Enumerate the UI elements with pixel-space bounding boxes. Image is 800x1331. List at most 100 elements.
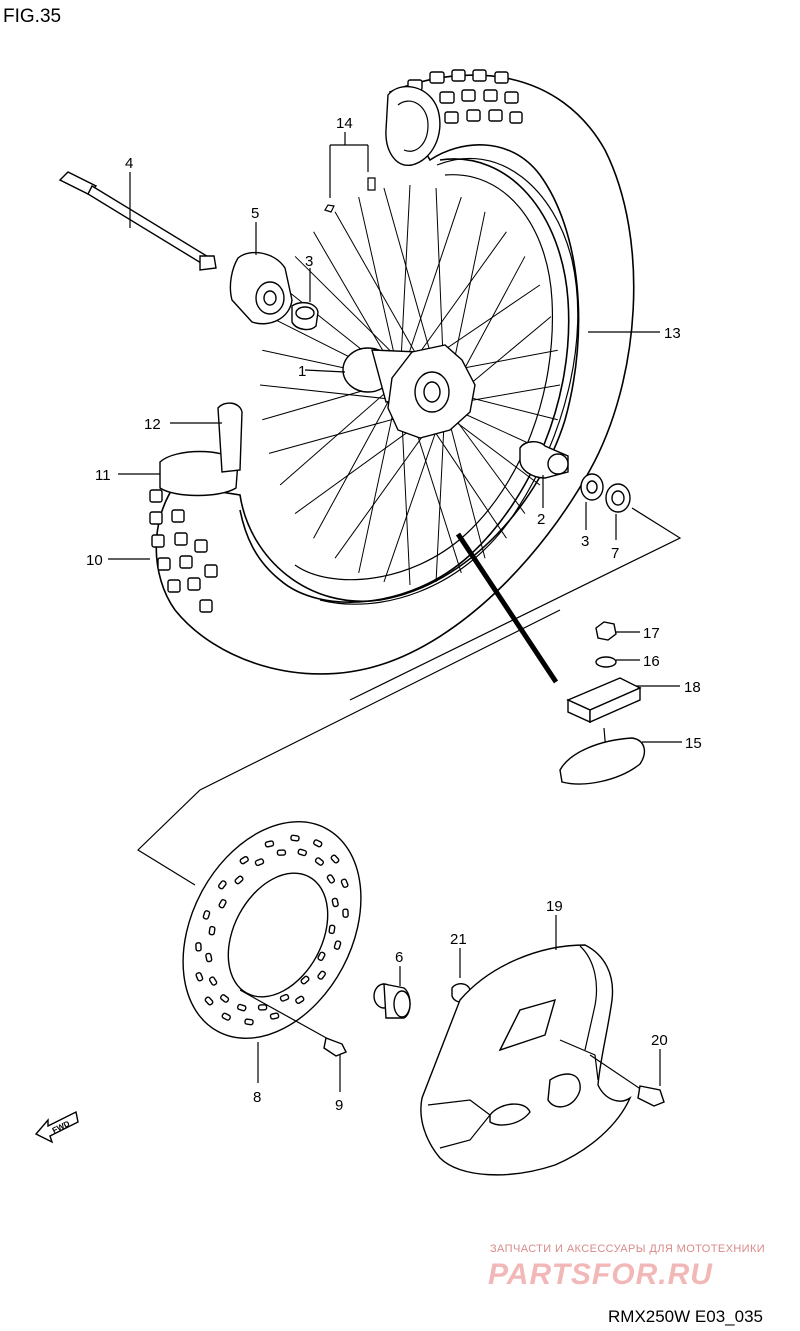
disc-slot <box>254 858 265 867</box>
callout-numbers: 1 2 3 3 4 5 6 7 8 9 10 11 12 13 14 15 16… <box>86 115 702 1114</box>
forward-arrow-icon: FWD <box>34 1110 79 1144</box>
disc-slot <box>195 942 202 952</box>
callout-15: 15 <box>685 735 702 752</box>
disc-slot <box>300 975 310 985</box>
disc-slot <box>342 908 349 918</box>
washer <box>595 656 617 668</box>
spoke <box>399 196 462 381</box>
spoke <box>399 184 411 381</box>
rim-lock-block <box>566 677 642 724</box>
disc-slot <box>290 834 300 842</box>
spoke <box>435 404 446 582</box>
rim-outline <box>239 158 570 603</box>
callout-12: 12 <box>144 416 161 433</box>
disc-slot <box>314 857 325 866</box>
watermark-tagline: ЗАПЧАСТИ И АКСЕССУАРЫ ДЛЯ МОТОТЕХНИКИ <box>490 1243 765 1255</box>
callout-11: 11 <box>95 467 111 484</box>
disc-cover <box>420 944 632 1176</box>
disc-slot <box>234 875 244 885</box>
callout-10: 10 <box>86 552 103 569</box>
callout-3-lower: 3 <box>581 533 589 550</box>
front-wheel-assembly <box>149 69 635 675</box>
disc-slot <box>313 839 323 848</box>
disc-slot <box>333 940 342 950</box>
disc-slot <box>218 899 227 909</box>
disc-bolt <box>239 989 347 1057</box>
brake-disc <box>182 821 362 1039</box>
disc-slot <box>208 925 216 936</box>
disc-cover-bolt <box>589 1054 665 1107</box>
callout-3-upper: 3 <box>305 253 313 270</box>
disc-slot <box>257 1004 268 1011</box>
callout-7: 7 <box>611 545 619 562</box>
disc-slot <box>205 952 213 963</box>
spoke <box>279 379 401 486</box>
oil-seal <box>605 483 631 513</box>
disc-slot <box>202 910 211 920</box>
disc-slot <box>317 951 326 961</box>
callout-14: 14 <box>336 115 353 132</box>
callout-16: 16 <box>643 653 660 670</box>
disc-slot <box>264 840 275 848</box>
callout-13: 13 <box>664 325 681 342</box>
speedometer-gearbox <box>229 251 293 325</box>
leader-lines <box>108 132 682 1092</box>
callout-4: 4 <box>125 155 133 172</box>
callout-21: 21 <box>450 931 467 948</box>
spoke <box>444 404 486 559</box>
disc-slot <box>279 993 290 1002</box>
disc-slot <box>326 874 336 884</box>
watermark-brand: PARTSFOR.RU <box>488 1258 713 1291</box>
disc-slot <box>239 855 249 865</box>
callout-17: 17 <box>643 625 660 642</box>
disc-slot <box>208 976 218 986</box>
drawing-code: RMX250W E03_035 <box>608 1307 763 1326</box>
callout-2: 2 <box>537 511 545 528</box>
rim-band <box>217 402 243 473</box>
axle <box>58 171 217 271</box>
callout-8: 8 <box>253 1089 261 1106</box>
callout-1: 1 <box>298 363 306 380</box>
disc-slot <box>297 848 308 857</box>
disc-slot <box>276 849 287 856</box>
disc-slots <box>195 834 349 1026</box>
disc-slot <box>330 854 340 864</box>
disc-slot <box>219 994 230 1003</box>
tire-inner-line <box>319 157 579 605</box>
bearing-lower <box>580 473 604 501</box>
callout-19: 19 <box>546 898 563 915</box>
disc-slot <box>204 996 214 1006</box>
disc-slot <box>195 971 204 982</box>
rim-lock <box>559 727 646 785</box>
callout-20: 20 <box>651 1032 668 1049</box>
collar-upper <box>291 301 319 331</box>
spoke <box>358 196 401 381</box>
disc-slot <box>244 1018 254 1026</box>
tube-section <box>159 450 239 497</box>
callout-5: 5 <box>251 205 259 222</box>
disc-slot <box>328 924 336 935</box>
disc-slot <box>340 878 349 889</box>
disc-slot <box>317 970 326 980</box>
disc-slot <box>269 1012 280 1020</box>
rim-inner <box>294 174 554 581</box>
disc-slot <box>221 1012 231 1021</box>
tire-outline <box>155 74 635 675</box>
nut <box>595 621 617 641</box>
disc-slot <box>236 1003 247 1012</box>
disc-slot <box>295 995 305 1005</box>
tire-tread-bottom <box>149 489 218 613</box>
callout-9: 9 <box>335 1097 343 1114</box>
watermark: ЗАПЧАСТИ И АКСЕССУАРЫ ДЛЯ МОТОТЕХНИКИ PA… <box>488 1243 765 1291</box>
callout-18: 18 <box>684 679 701 696</box>
fwd-label: FWD <box>51 1119 72 1135</box>
disc-slot <box>331 897 339 908</box>
collar <box>373 983 411 1019</box>
spoke <box>313 379 401 539</box>
disc-slot <box>218 880 227 890</box>
callout-6: 6 <box>395 949 403 966</box>
tire-section-top <box>385 85 441 166</box>
figure-title: FIG.35 <box>3 6 61 27</box>
rim-lock-pointer <box>455 532 559 684</box>
